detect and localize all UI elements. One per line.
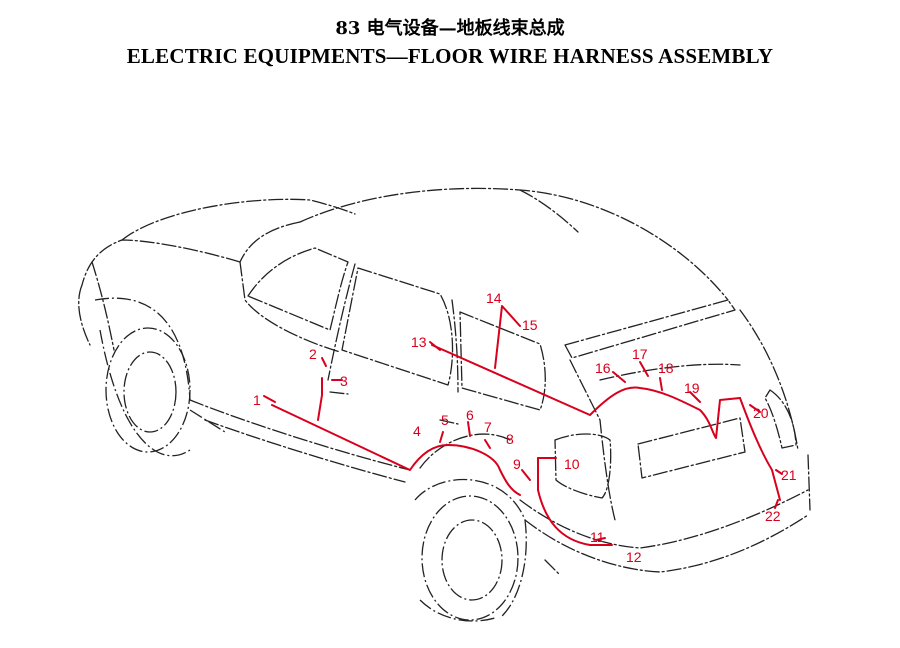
callout-12: 12 [626,549,642,565]
vehicle-outline [78,187,811,576]
callout-3: 3 [340,373,348,389]
page-title-english: ELECTRIC EQUIPMENTS—FLOOR WIRE HARNESS A… [126,44,774,68]
callout-8: 8 [506,431,514,447]
callout-9: 9 [513,456,521,472]
callout-1: 1 [253,392,261,408]
rear-wheel [414,478,527,622]
front-wheel [94,297,226,457]
callout-7: 7 [484,419,492,435]
callout-13: 13 [411,334,427,350]
callout-20: 20 [753,405,769,421]
floor-wire-harness [263,305,783,546]
callout-6: 6 [466,407,474,423]
callout-17: 17 [632,346,648,362]
callout-16: 16 [595,360,611,376]
callout-11: 11 [590,529,605,545]
callout-14: 14 [486,290,502,306]
callout-22: 22 [765,508,781,524]
callout-18: 18 [658,360,674,376]
callout-15: 15 [522,317,538,333]
callout-19: 19 [684,380,700,396]
callout-10: 10 [564,456,580,472]
callout-5: 5 [441,412,449,428]
callout-2: 2 [309,346,317,362]
callout-labels: 1 2 3 4 5 6 7 8 9 10 11 12 13 14 15 16 1… [253,290,797,565]
callout-4: 4 [413,423,421,439]
page-title-chinese: 83 电气设备—地板线束总成 [335,18,565,39]
callout-21: 21 [781,467,797,483]
